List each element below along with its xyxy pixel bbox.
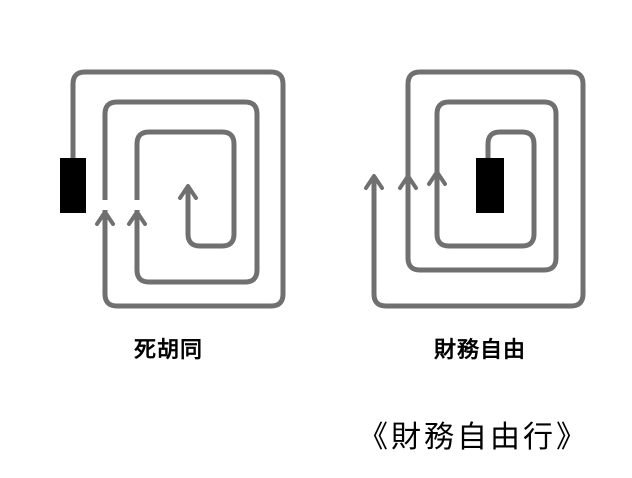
freedom-block	[476, 158, 504, 213]
dead-end-label: 死胡同	[134, 338, 204, 363]
dead-end-gap-2	[132, 200, 142, 210]
freedom-path	[371, 69, 586, 309]
dead-end-gap-1	[100, 200, 110, 210]
freedom-spiral	[364, 69, 586, 309]
dead-end-arrowhead-3	[178, 184, 198, 200]
dead-end-arrowhead-1	[95, 210, 115, 226]
dead-end-block	[60, 158, 86, 213]
freedom-arrowhead-1	[364, 174, 384, 190]
dead-end-path	[70, 69, 286, 309]
freedom-arrowhead-2	[398, 174, 418, 190]
dead-end-spiral	[60, 69, 286, 309]
financial-freedom-label: 財務自由	[434, 338, 527, 363]
book-title-caption: 《財務自由行》	[358, 420, 589, 455]
dead-end-arrowhead-2	[127, 210, 147, 226]
freedom-arrowhead-3	[427, 170, 447, 186]
